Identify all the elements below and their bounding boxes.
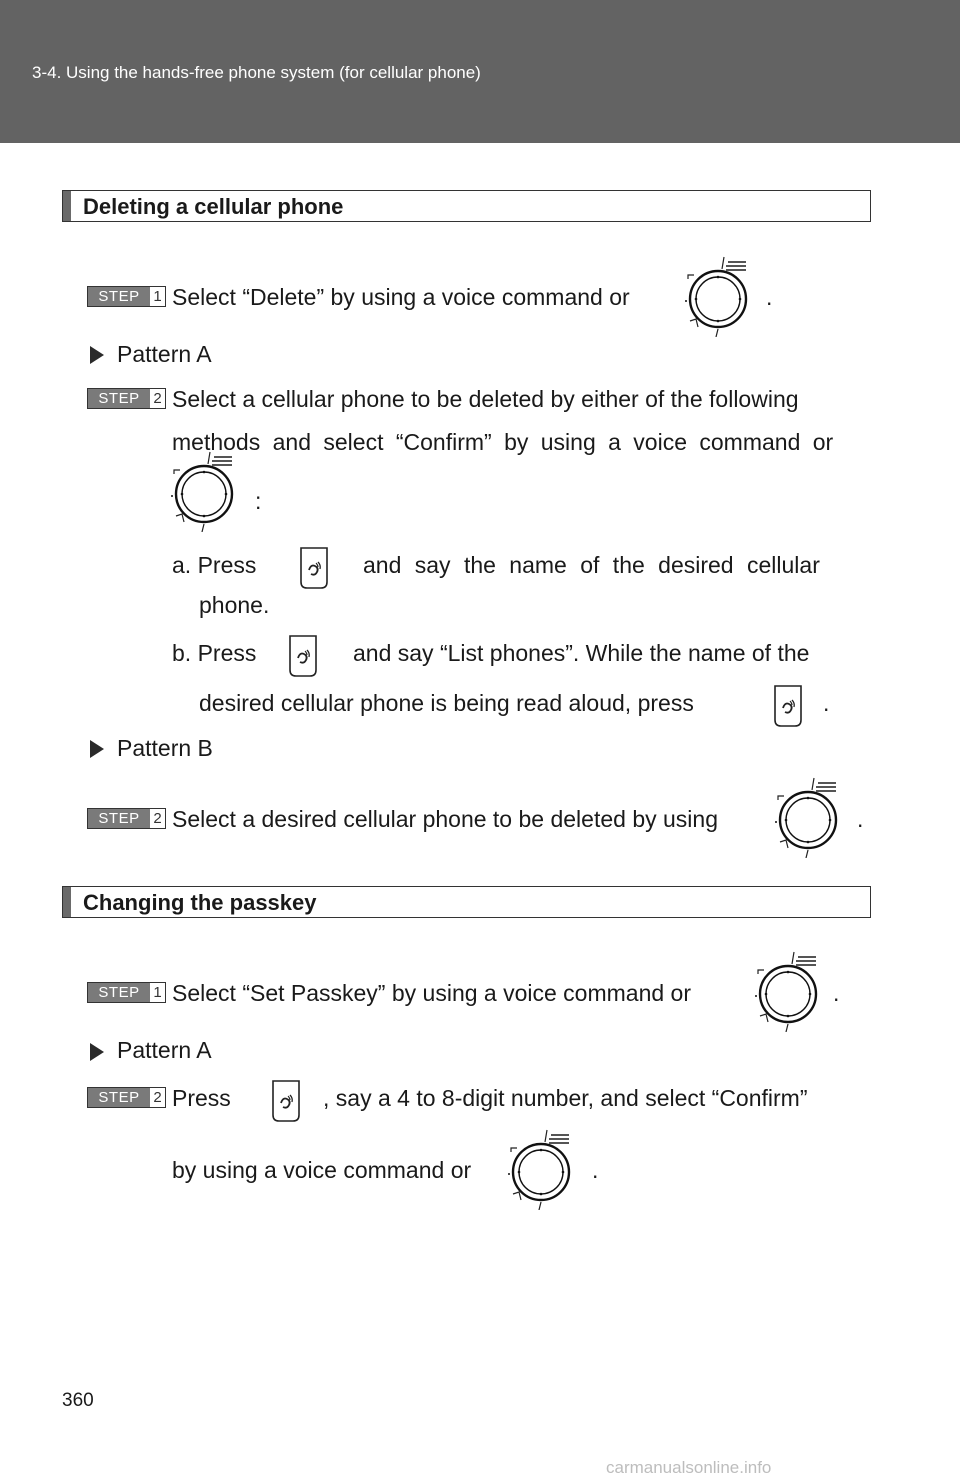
- arrow-right-icon: [90, 346, 104, 364]
- step-number: 1: [150, 983, 165, 1002]
- watermark: carmanualsonline.info: [606, 1458, 772, 1477]
- talk-switch-icon: [299, 546, 329, 590]
- page-number: 360: [62, 1390, 94, 1411]
- step-badge: STEP 2: [87, 388, 166, 409]
- step-text: Select “Delete” by using a voice command…: [172, 284, 630, 310]
- step-label: STEP: [88, 983, 150, 1002]
- step-label: STEP: [88, 389, 150, 408]
- step-number: 2: [150, 389, 165, 408]
- pattern-label: Pattern B: [117, 735, 213, 761]
- step-label: STEP: [88, 287, 150, 306]
- step-text-line2: methods and select “Confirm” by using a …: [172, 429, 834, 455]
- arrow-right-icon: [90, 740, 104, 758]
- step-press: Press: [172, 1085, 231, 1111]
- step-text: Select “Set Passkey” by using a voice co…: [172, 980, 692, 1006]
- step-label: STEP: [88, 1088, 150, 1107]
- heading-bar: [63, 191, 71, 221]
- step-text-end: .: [766, 284, 773, 310]
- talk-switch-icon: [288, 634, 318, 678]
- option-b-press: b. Press: [172, 640, 257, 666]
- step-text-line1: Select a cellular phone to be deleted by…: [172, 386, 799, 412]
- step-number: 2: [150, 809, 165, 828]
- step-text-end: .: [833, 980, 840, 1006]
- pattern-label: Pattern A: [117, 341, 212, 367]
- option-b-cont: desired cellular phone is being read alo…: [199, 690, 694, 716]
- section-title: Deleting a cellular phone: [83, 194, 344, 219]
- section-heading-passkey: Changing the passkey: [62, 886, 871, 918]
- talk-switch-icon: [271, 1079, 301, 1123]
- talk-switch-icon: [773, 684, 803, 728]
- heading-bar: [63, 887, 71, 917]
- option-b-end: .: [823, 690, 830, 716]
- arrow-right-icon: [90, 1043, 104, 1061]
- tune-file-knob-icon: [772, 776, 840, 858]
- step-number: 1: [150, 287, 165, 306]
- step-text-end: .: [857, 806, 864, 832]
- tune-file-knob-icon: [682, 255, 750, 337]
- tune-file-knob-icon: [168, 450, 236, 532]
- step-badge: STEP 2: [87, 1087, 166, 1108]
- step-text-colon: :: [255, 488, 262, 514]
- chapter-title: 3-4. Using the hands-free phone system (…: [32, 63, 481, 82]
- page-header: 3-4. Using the hands-free phone system (…: [0, 0, 960, 143]
- step-text: , say a 4 to 8-digit number, and select …: [323, 1085, 808, 1111]
- step-text-end: .: [592, 1157, 599, 1183]
- tune-file-knob-icon: [505, 1128, 573, 1210]
- step-number: 2: [150, 1088, 165, 1107]
- step-label: STEP: [88, 809, 150, 828]
- option-b-text: and say “List phones”. While the name of…: [353, 640, 810, 666]
- step-badge: STEP 1: [87, 982, 166, 1003]
- step-text: Select a desired cellular phone to be de…: [172, 806, 718, 832]
- step-badge: STEP 2: [87, 808, 166, 829]
- section-title: Changing the passkey: [83, 890, 317, 915]
- section-heading-delete-phone: Deleting a cellular phone: [62, 190, 871, 222]
- tune-file-knob-icon: [752, 950, 820, 1032]
- option-a-text: and say the name of the desired cellular: [363, 552, 820, 578]
- pattern-label: Pattern A: [117, 1037, 212, 1063]
- step-badge: STEP 1: [87, 286, 166, 307]
- option-a-cont: phone.: [199, 592, 270, 618]
- step-text-line2: by using a voice command or: [172, 1157, 472, 1183]
- option-a-press: a. Press: [172, 552, 257, 578]
